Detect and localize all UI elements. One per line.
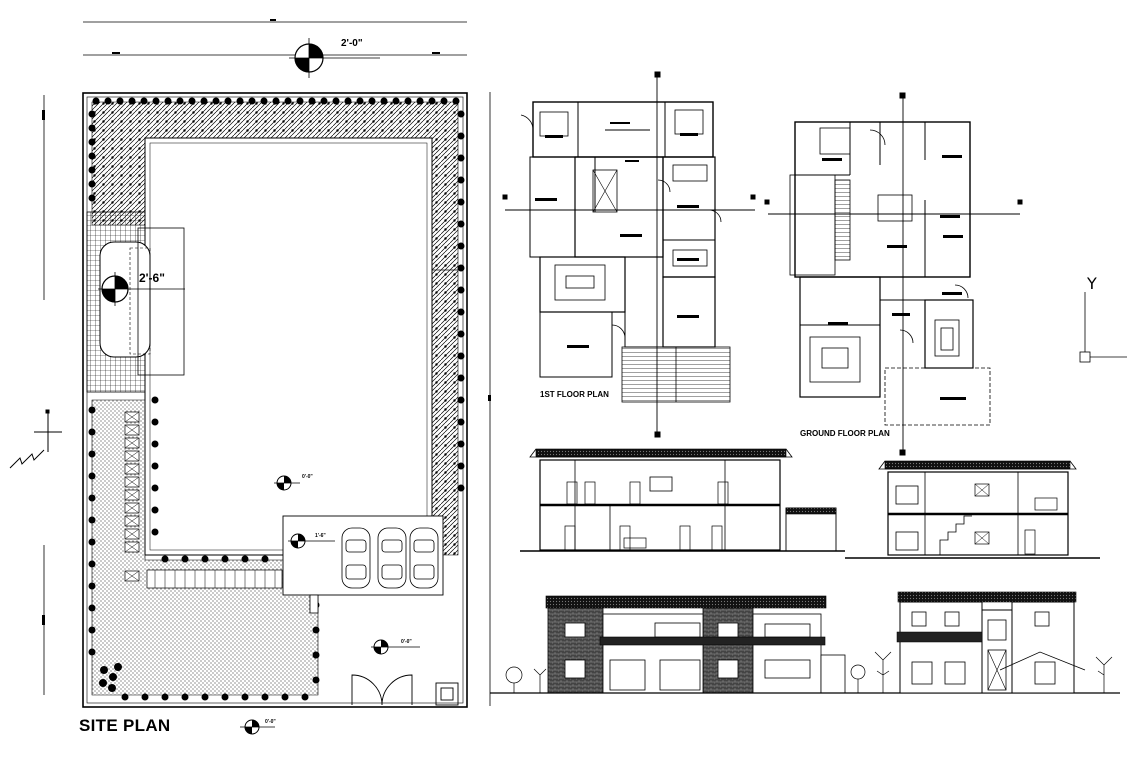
ground-floor-plan-title: GROUND FLOOR PLAN [800, 429, 890, 438]
level-marker-icon [240, 719, 275, 735]
title-dimension-label: 0'-0" [265, 719, 276, 725]
elevation-front [490, 595, 1120, 694]
ucs-axis-label: Y [1087, 274, 1097, 293]
room-tags [535, 122, 699, 348]
first-floor-plan [502, 71, 756, 438]
level-marker-icon [98, 272, 185, 306]
level-marker-icon [288, 533, 335, 549]
tree-icon [505, 651, 1113, 693]
elevation-side [896, 591, 1086, 694]
lawn-dimension-label: 0'-0" [302, 474, 313, 480]
first-floor-plan-title: 1ST FLOOR PLAN [540, 390, 609, 399]
level-marker-icon [289, 38, 380, 78]
top-dimension-label: 2'-0" [341, 38, 363, 49]
site-plan [9, 19, 468, 735]
level-marker-icon [274, 475, 300, 491]
ucs-axis-icon [1079, 292, 1127, 363]
pool-dimension-label: 2'-6" [139, 271, 165, 285]
ground-floor-plan [764, 92, 1023, 456]
level-marker-icon [371, 639, 420, 655]
north-arrow-icon [9, 409, 62, 469]
site-plan-title: SITE PLAN [79, 716, 171, 735]
entry-dimension-label: 0'-0" [401, 639, 412, 645]
section-left [520, 448, 845, 552]
parking-dimension-label: 1'-6" [315, 533, 326, 539]
room-tags [822, 155, 966, 400]
section-right [845, 460, 1100, 559]
